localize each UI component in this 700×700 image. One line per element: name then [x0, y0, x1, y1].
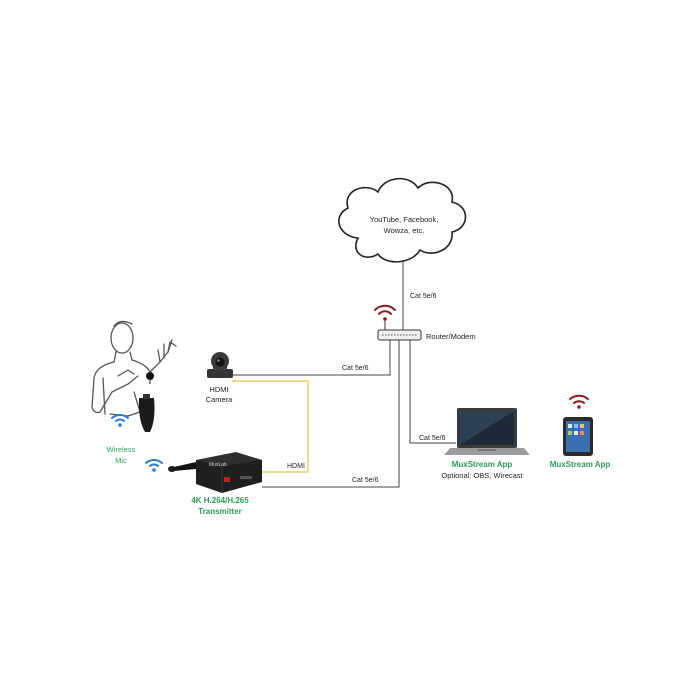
lapel-mic-icon — [146, 372, 154, 384]
camera-label-line2: Camera — [206, 395, 234, 404]
ptz-camera-icon — [207, 352, 233, 378]
tablet-icon — [563, 417, 593, 456]
cable-router-to-laptop — [409, 340, 456, 444]
cable-label-hdmi: HDMI — [287, 463, 305, 470]
cloud-label-line1: YouTube, Facebook, — [370, 215, 439, 224]
cable-label-camera-router: Cat 5e/6 — [342, 365, 369, 372]
router-wifi-icon — [374, 304, 396, 331]
cables — [232, 262, 456, 488]
camera-label-line1: HDMI — [209, 385, 228, 394]
tablet-wifi-icon — [569, 394, 589, 409]
cable-label-router-laptop: Cat 5e/6 — [419, 435, 446, 442]
transmitter-label-line1: 4K H.264/H.265 — [191, 496, 249, 505]
laptop-app-subtitle: Optional: OBS, Wirecast — [441, 471, 523, 480]
transmitter-icon — [196, 452, 262, 493]
cable-hdmi-camera-to-transmitter — [232, 380, 309, 473]
router-icon — [377, 329, 422, 341]
transmitter-label-line2: Transmitter — [198, 507, 242, 516]
mic-transmitter-pack-icon — [138, 394, 155, 432]
laptop-app-title: MuxStream App — [452, 460, 513, 469]
laptop-icon — [444, 408, 530, 455]
tablet-app-title: MuxStream App — [550, 460, 611, 469]
cloud-label-line2: Wowza, etc. — [384, 226, 425, 235]
mic-label-line2: Mic — [115, 456, 127, 465]
cloud-icon — [338, 177, 467, 263]
presenter-illustration — [91, 320, 177, 417]
transmitter-brand: MuxLab — [209, 462, 227, 468]
mic-label-line1: Wireless — [107, 445, 136, 454]
usb-mic-receiver-icon — [168, 462, 196, 472]
cable-label-transmitter-router: Cat 5e/6 — [352, 477, 379, 484]
router-label: Router/Modem — [426, 332, 476, 341]
cable-transmitter-to-router — [262, 340, 400, 488]
cable-label-cloud-router: Cat 5e/6 — [410, 293, 437, 300]
cable-camera-to-router — [232, 340, 391, 376]
receiver-wifi-icon — [145, 459, 163, 472]
mic-wifi-icon — [111, 414, 129, 427]
